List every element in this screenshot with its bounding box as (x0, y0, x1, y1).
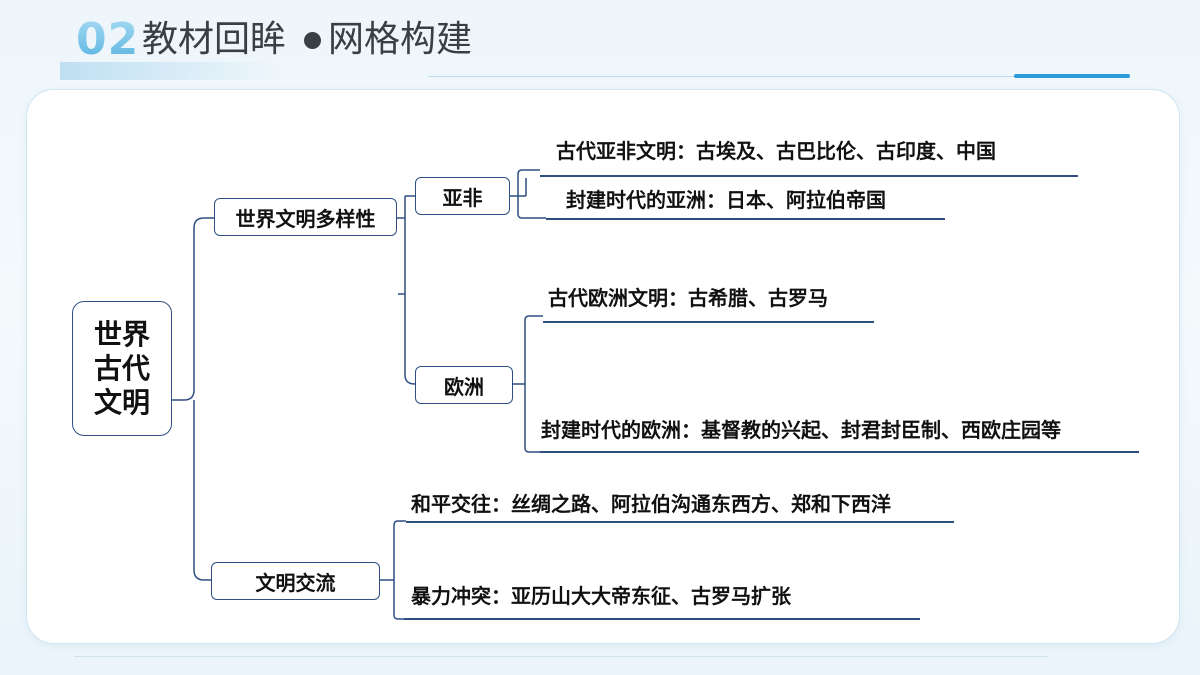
root-node: 世界 古代 文明 (72, 301, 172, 436)
footer-rule (74, 656, 1049, 657)
leaf-underline (540, 451, 1139, 453)
page-title-right: 网格构建 (328, 19, 473, 60)
root-line-2: 古代 (93, 351, 150, 385)
leaf-ancient-asia-africa: 古代亚非文明：古埃及、古巴比伦、古印度、中国 (556, 139, 996, 163)
branch-diversity: 世界文明多样性 (214, 198, 397, 236)
section-number: 02 (76, 14, 140, 65)
connector-asia-leaves (510, 169, 546, 219)
leaf-feudal-europe: 封建时代的欧洲：基督教的兴起、封君封臣制、西欧庄园等 (541, 418, 1061, 442)
connector-root-branches (172, 217, 214, 581)
connector-europe-leaves (513, 315, 543, 453)
node-europe: 欧洲 (415, 366, 513, 404)
header-decor-band (60, 62, 280, 80)
leaf-underline (546, 218, 945, 220)
header-accent-bar (1014, 74, 1130, 78)
title-separator-dot (304, 32, 321, 49)
leaf-ancient-europe: 古代欧洲文明：古希腊、古罗马 (548, 286, 828, 310)
connector-diversity-regions (397, 195, 416, 385)
leaf-peaceful-exchange: 和平交往：丝绸之路、阿拉伯沟通东西方、郑和下西洋 (411, 492, 891, 516)
root-line-1: 世界 (93, 317, 150, 351)
connector-exchange-leaves (380, 520, 406, 620)
root-line-3: 文明 (93, 385, 150, 419)
leaf-feudal-asia: 封建时代的亚洲：日本、阿拉伯帝国 (566, 188, 886, 212)
leaf-underline (543, 321, 874, 323)
header-rule (428, 76, 1018, 77)
page-title-left: 教材回眸 (142, 19, 287, 60)
leaf-underline (406, 521, 954, 523)
leaf-underline (540, 175, 1078, 177)
leaf-underline (404, 618, 920, 620)
content-panel (26, 89, 1180, 644)
branch-exchange: 文明交流 (211, 562, 380, 600)
node-asia-africa: 亚非 (415, 177, 510, 215)
leaf-violent-conflict: 暴力冲突：亚历山大大帝东征、古罗马扩张 (411, 584, 791, 608)
